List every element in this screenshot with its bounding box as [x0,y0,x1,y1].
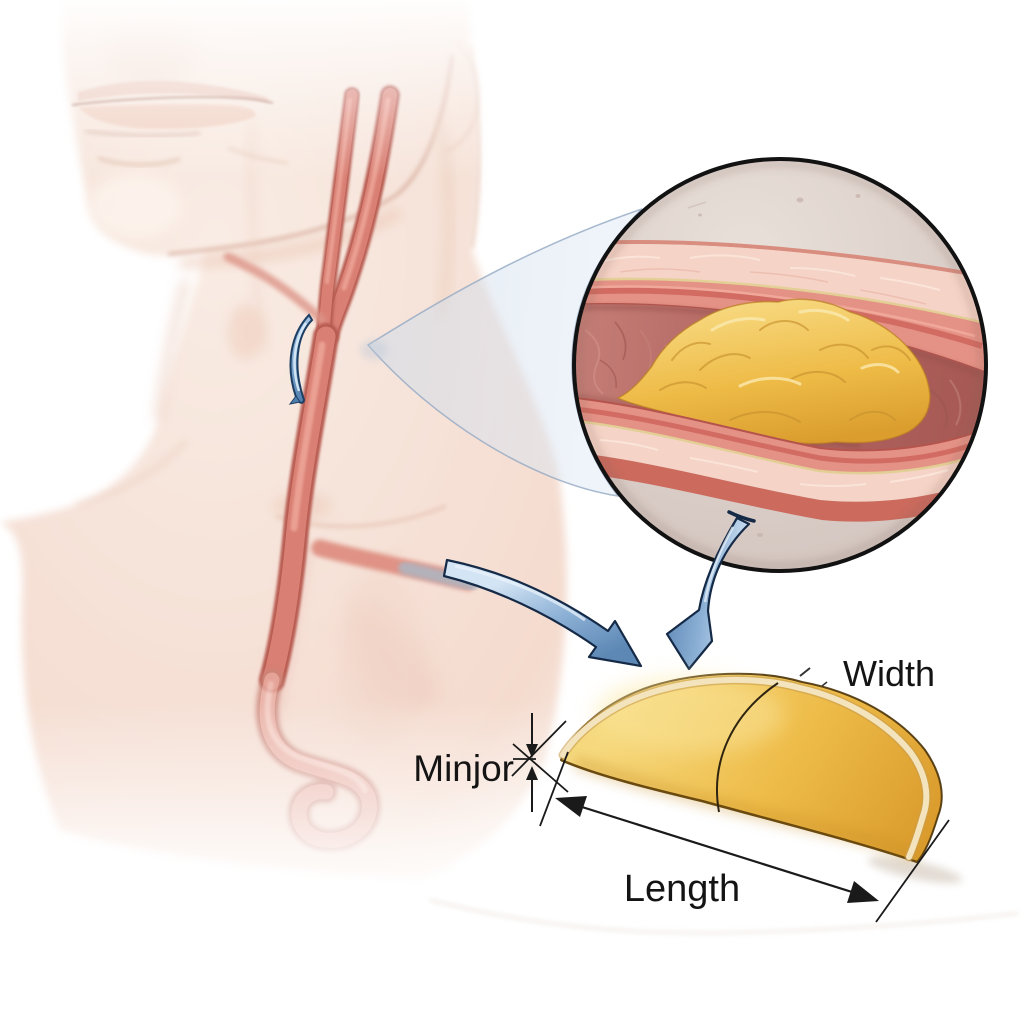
inset-plaque-highlights [710,308,900,388]
minor-arrow-down-head [526,744,538,758]
length-line [562,799,872,900]
model-base-shading [572,755,920,864]
head-neck-illustration [0,0,567,920]
chin-highlight [89,174,181,238]
bottom-wall-top-edge [575,397,983,452]
dimension-annotations [511,713,950,923]
width-tick-mark [799,667,811,677]
arrow2-tail-bar [727,510,756,523]
minor-extension-upper [511,720,567,777]
model-base-edge [560,758,918,864]
arrow1-highlight [454,564,586,622]
ground-line [429,898,1019,935]
bifurcation-marker-icon [288,313,314,405]
minor-dimension-arrows-icon [511,713,569,812]
neck-front-shading [154,278,190,421]
marker-highlight [293,322,308,392]
length-arrowhead-left [555,796,587,817]
model-transverse-arc [716,682,779,813]
shoulder-line [75,440,188,507]
beam-shape [366,208,643,498]
length-extension-right [875,819,950,923]
inset-outline [572,157,988,573]
zoom-inset-circle [572,157,988,573]
beam-apex-shadow [360,340,388,360]
top-wall-tube-highlight [579,285,976,338]
top-wall-salmon-tube [575,280,984,372]
arrow-neck-to-model-icon [442,558,643,668]
bottom-wall-dark-band [575,452,985,522]
plaque-3d-model [558,667,962,884]
top-fade [0,0,560,180]
width-tick-mark-2 [821,681,828,687]
top-wall-yellow-line [575,277,985,325]
minor-label: Minjor [413,748,514,789]
inset-bottom-wall [575,397,985,522]
common-carotid-highlight [290,341,326,532]
arrow-inset-to-model-icon [665,510,756,671]
top-wall-outer-line [575,240,983,278]
model-ground-shadow [868,856,962,884]
bottom-wall-texture [599,439,949,487]
bottom-wall-light-band [575,422,985,502]
length-dimension-arrow-icon [539,751,950,923]
width-label: Width [843,653,935,694]
bottom-wall-yellow-line [575,419,985,475]
inset-inner-shadow [575,160,985,570]
minor-extension-lower [512,743,569,793]
under-jaw-shadow [179,206,403,268]
bottom-fade [0,700,560,920]
magnifier-callout-beam [360,208,643,498]
lumen-right-swirls [929,379,962,429]
arrow2-highlight [703,526,735,603]
inset-plaque-bump-shading [659,320,911,423]
model-top-highlight [595,677,785,753]
top-wall-light-band [575,244,984,322]
length-extension-left [539,751,569,827]
length-arrowhead-right [847,881,879,903]
length-label: Length [624,868,740,910]
model-cream-band [560,677,930,860]
larynx-shadow [228,304,264,360]
thyroid-branch [223,252,327,325]
minor-arrow-up-head [526,766,538,780]
arrow2-shape [665,516,751,671]
bottom-wall-core-stripe [575,406,981,464]
arrow1-shape [442,558,643,668]
inset-plaque [616,298,931,448]
marker-tip [288,395,301,405]
inset-scratch-mark [687,201,707,209]
top-wall-texture-dark [619,268,927,305]
